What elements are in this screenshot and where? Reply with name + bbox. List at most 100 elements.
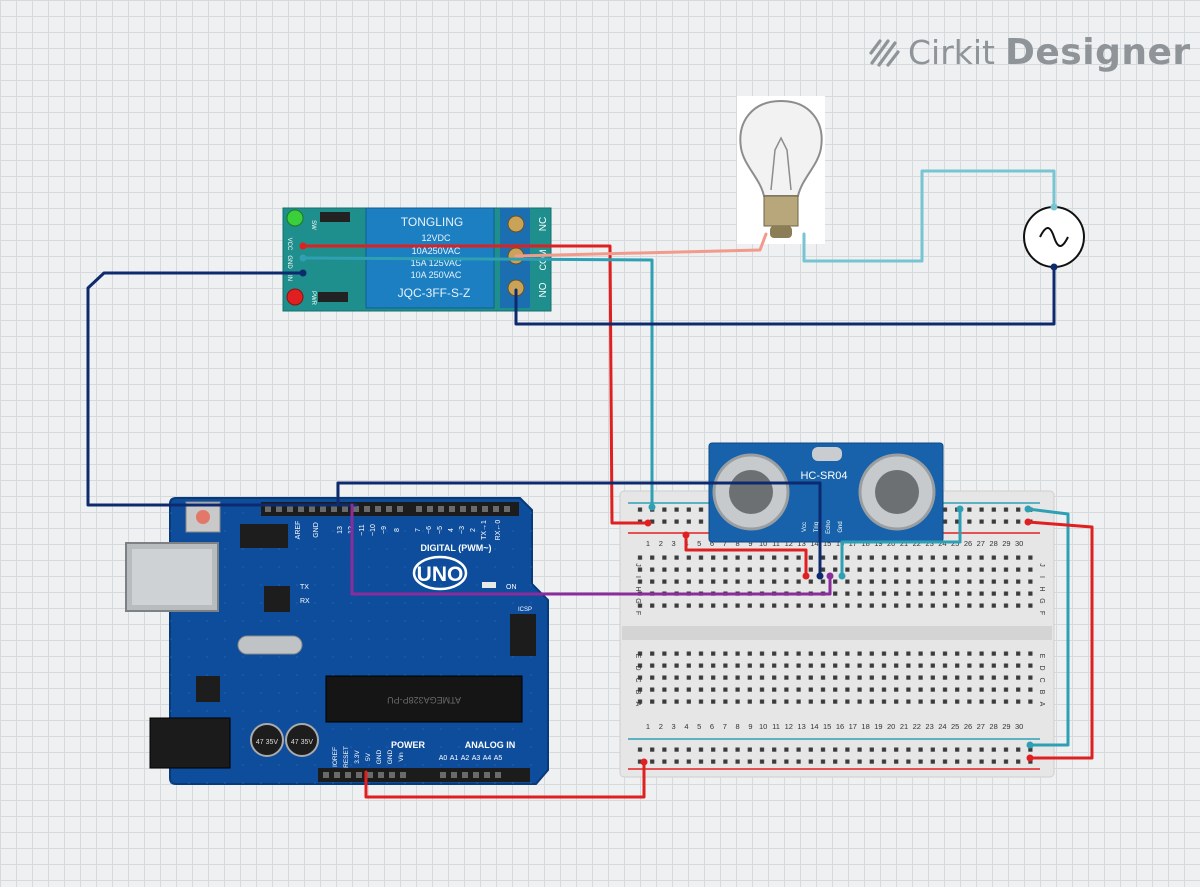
- ac-power-source[interactable]: [1023, 206, 1085, 268]
- row-letter: D: [634, 665, 641, 670]
- wire-relay-gnd[interactable]: [301, 256, 654, 509]
- power-pin-label: GND: [387, 749, 394, 764]
- terminal-strip-bottom[interactable]: [636, 650, 1034, 710]
- light-bulb[interactable]: [737, 96, 825, 244]
- wire-rail-vcc-bridge[interactable]: [1026, 520, 1094, 760]
- wire-relay-in[interactable]: [86, 271, 358, 507]
- row-letter: F: [1038, 611, 1045, 615]
- chip-label: ATMEGA328P-PU: [387, 695, 461, 705]
- column-number: 13: [797, 539, 805, 548]
- power-rail-bottom[interactable]: [636, 741, 1034, 767]
- wire-rail-gnd-bridge[interactable]: [1026, 507, 1070, 747]
- sensor-pin-label: Trig: [814, 522, 820, 532]
- icsp-header[interactable]: [510, 614, 536, 656]
- column-number: 10: [759, 722, 767, 731]
- digital-pin-label: ~6: [426, 526, 433, 534]
- relay-rating-1: 10A250VAC: [412, 246, 461, 256]
- column-number: 2: [659, 722, 663, 731]
- power-pin-label: Vin: [398, 752, 405, 762]
- terminal-nc-label: NC: [538, 217, 549, 231]
- row-letter: D: [1038, 665, 1045, 670]
- relay-resistor: [318, 292, 348, 302]
- relay-pin-gnd: GND: [286, 255, 292, 269]
- analog-pin-label: A0: [439, 755, 448, 762]
- wire-sensor-vcc[interactable]: [684, 533, 808, 578]
- column-number: 5: [697, 722, 701, 731]
- wire-endpoints: [299, 203, 1058, 766]
- relay-coil: 12VDC: [421, 233, 451, 243]
- row-letter: B: [634, 690, 641, 695]
- row-letter: C: [1038, 677, 1045, 682]
- power-label: POWER: [391, 740, 426, 750]
- terminal-strip-top[interactable]: [636, 554, 1034, 614]
- column-number: 21: [900, 722, 908, 731]
- relay-pwr-label: PWR: [310, 291, 316, 306]
- column-number: 18: [861, 722, 869, 731]
- crystal-oscillator: [237, 635, 303, 655]
- column-number: 6: [710, 539, 714, 548]
- wire-sensor-gnd[interactable]: [840, 507, 962, 578]
- terminal-nc-screw[interactable]: [507, 215, 525, 233]
- column-number: 7: [723, 539, 727, 548]
- small-header: [240, 524, 288, 548]
- column-number: 3: [672, 539, 676, 548]
- aref-label: AREF: [295, 521, 302, 540]
- ac-sine-icon: [1039, 227, 1069, 247]
- column-number: 7: [723, 722, 727, 731]
- bulb-filament: [770, 136, 792, 191]
- column-number: 13: [797, 722, 805, 731]
- brand-name: Cirkit: [908, 32, 995, 72]
- column-number: 29: [1002, 539, 1010, 548]
- analog-pin-label: A4: [483, 755, 492, 762]
- wire-trig[interactable]: [336, 481, 822, 578]
- column-number: 1: [646, 722, 650, 731]
- digital-pin-label: TX→1: [481, 520, 488, 540]
- reset-button-cap[interactable]: [196, 510, 210, 524]
- pcb-texture: [170, 498, 548, 784]
- row-letter: G: [634, 598, 641, 603]
- relay-brand: TONGLING: [401, 215, 463, 229]
- bulb-contact: [770, 226, 792, 238]
- wire-bulb-ac[interactable]: [802, 169, 1056, 263]
- column-number: 11: [772, 539, 780, 548]
- usb-chip: [264, 586, 290, 612]
- digital-pin-label: ~9: [381, 526, 388, 534]
- column-number: 20: [887, 722, 895, 731]
- analog-pin-label: A5: [494, 755, 503, 762]
- column-number: 14: [810, 539, 818, 548]
- row-letter: I: [634, 576, 641, 578]
- column-number: 3: [672, 722, 676, 731]
- relay-sw-label: SW: [310, 220, 316, 230]
- power-analog-header[interactable]: [318, 768, 530, 782]
- row-letter: E: [634, 654, 641, 659]
- wire-echo[interactable]: [350, 503, 832, 596]
- wire-relay-vcc[interactable]: [301, 244, 650, 525]
- digital-pin-label: ~5: [437, 526, 444, 534]
- pwr-led: [286, 288, 304, 306]
- analog-pin-label: A1: [450, 755, 459, 762]
- column-number: 12: [785, 722, 793, 731]
- dc-power-jack: [149, 717, 231, 769]
- sensor-crystal: [812, 447, 842, 461]
- rx-label: RX: [300, 598, 310, 605]
- row-letter: H: [634, 586, 641, 591]
- cirkit-logo-icon: [869, 39, 900, 67]
- wire-com-bulb[interactable]: [514, 232, 768, 258]
- wire-5v[interactable]: [364, 760, 646, 799]
- capacitor-1-label: 47 35V: [256, 739, 279, 746]
- analog-pin-label: A3: [472, 755, 481, 762]
- wires[interactable]: [86, 169, 1094, 799]
- wire-no-ac[interactable]: [514, 265, 1056, 326]
- digital-pin-label: ~3: [459, 526, 466, 534]
- sensor-pin-label: Vcc: [802, 522, 808, 532]
- arduino-uno[interactable]: ATMEGA328P-PU 47 35V 47 35V UNO DIGITAL …: [125, 497, 549, 785]
- relay-rating-2: 15A 125VAC: [411, 258, 462, 268]
- sensor-pin-label: Gnd: [838, 521, 844, 532]
- voltage-regulator: [196, 676, 220, 702]
- column-number: 26: [964, 539, 972, 548]
- transmitter-mesh: [729, 470, 773, 514]
